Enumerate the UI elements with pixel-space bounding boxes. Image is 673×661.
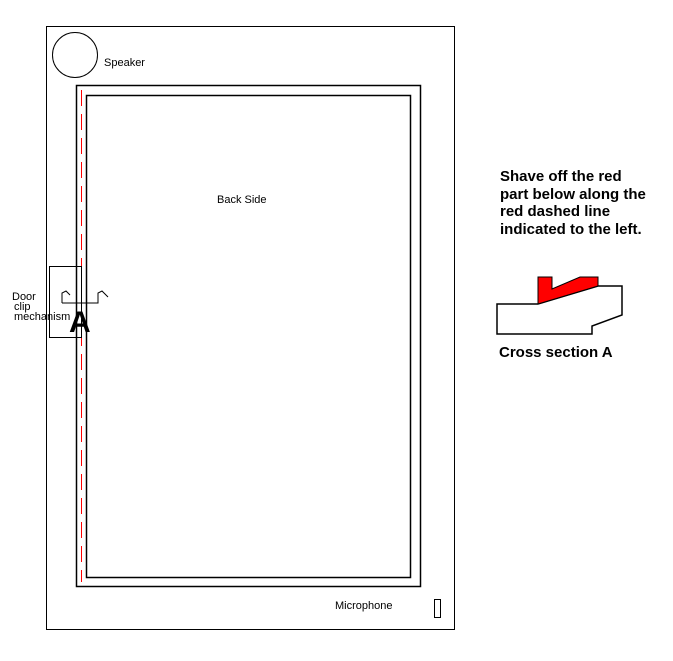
cross-section-caption: Cross section A <box>499 344 613 361</box>
door-clip-label-1: Door <box>12 291 36 303</box>
speaker-circle <box>52 32 98 78</box>
door-clip-label-2: clip <box>14 301 31 313</box>
section-cut-marker <box>61 290 109 304</box>
back-panel-outer <box>75 84 422 588</box>
microphone-slot <box>434 599 441 618</box>
microphone-label: Microphone <box>335 600 393 612</box>
door-clip-box <box>49 266 82 338</box>
section-a-label: A <box>69 306 91 339</box>
door-clip-label-3: mechanism <box>14 311 71 323</box>
device-outline <box>46 26 455 630</box>
cross-section-red-part <box>537 276 599 305</box>
back-side-label: Back Side <box>217 194 267 206</box>
back-panel-inner <box>85 94 412 579</box>
instruction-note: Shave off the red part below along the r… <box>500 168 646 238</box>
speaker-label: Speaker <box>104 57 145 69</box>
